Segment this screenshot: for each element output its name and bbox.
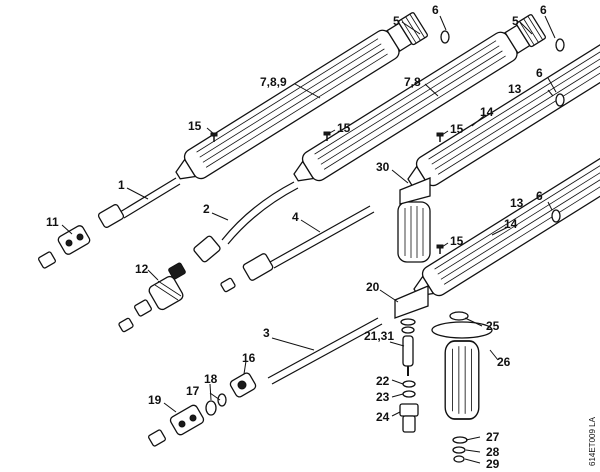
pipe-4 (269, 205, 371, 263)
label-18: 18 (204, 372, 218, 386)
leader-lines (61, 15, 557, 464)
label-5a: 5 (393, 14, 400, 28)
connector-20 (394, 285, 429, 319)
lance-tube-assembly-3 (220, 16, 600, 293)
part-labels: 5 6 5 6 6 13 6 13 7,8,9 7,8 15 15 15 15 … (46, 3, 547, 471)
coupling-16-18 (205, 372, 257, 416)
label-2: 2 (203, 202, 210, 216)
grip-handle-26 (431, 311, 493, 463)
label-6c: 6 (536, 66, 543, 80)
label-6d: 6 (536, 189, 543, 203)
label-21-31: 21,31 (364, 329, 394, 343)
nozzle-12 (118, 262, 186, 333)
label-1: 1 (118, 178, 125, 192)
seal-ring-6b (555, 38, 565, 52)
union-nut-left (97, 204, 125, 228)
label-4: 4 (292, 210, 299, 224)
drawing-code: 614ET009 LA (588, 416, 597, 466)
label-3: 3 (263, 326, 270, 340)
label-17: 17 (186, 384, 200, 398)
label-22: 22 (376, 374, 390, 388)
label-15b: 15 (337, 121, 351, 135)
pipe-3 (267, 317, 379, 379)
label-20: 20 (366, 280, 380, 294)
seal-ring-6a (440, 30, 450, 44)
label-5b: 5 (512, 14, 519, 28)
lance-tube-assembly-4 (148, 126, 600, 463)
label-15d: 15 (450, 234, 464, 248)
nozzle-19 (148, 404, 205, 447)
label-29: 29 (486, 457, 500, 471)
label-15a: 15 (188, 119, 202, 133)
label-7-8: 7,8 (404, 75, 421, 89)
label-19: 19 (148, 393, 162, 407)
label-6b: 6 (540, 3, 547, 17)
label-23: 23 (376, 390, 390, 404)
label-14b: 14 (504, 217, 518, 231)
label-28: 28 (486, 445, 500, 459)
nozzle-11 (38, 225, 91, 269)
seal-ring-6c (555, 93, 565, 107)
seal-ring-6d (551, 209, 561, 223)
label-24: 24 (376, 410, 390, 424)
label-12: 12 (135, 262, 149, 276)
label-14a: 14 (480, 105, 494, 119)
lance-tube-assembly-1 (38, 9, 450, 269)
grip-handle-30 (397, 177, 431, 263)
label-13a: 13 (508, 82, 522, 96)
curved-pipe-2 (221, 181, 295, 241)
valve-parts-21-24 (399, 318, 419, 433)
label-25: 25 (486, 319, 500, 333)
pipe-1 (119, 177, 177, 213)
label-16: 16 (242, 351, 256, 365)
label-11: 11 (46, 215, 59, 229)
label-13b: 13 (510, 196, 524, 210)
label-6a: 6 (432, 3, 439, 17)
lance-tube-assembly-2 (118, 11, 565, 333)
label-15c: 15 (450, 122, 464, 136)
label-7-8-9: 7,8,9 (260, 75, 287, 89)
union-nut-4 (242, 253, 274, 281)
label-26: 26 (497, 355, 511, 369)
label-27: 27 (486, 430, 500, 444)
label-30: 30 (376, 160, 390, 174)
